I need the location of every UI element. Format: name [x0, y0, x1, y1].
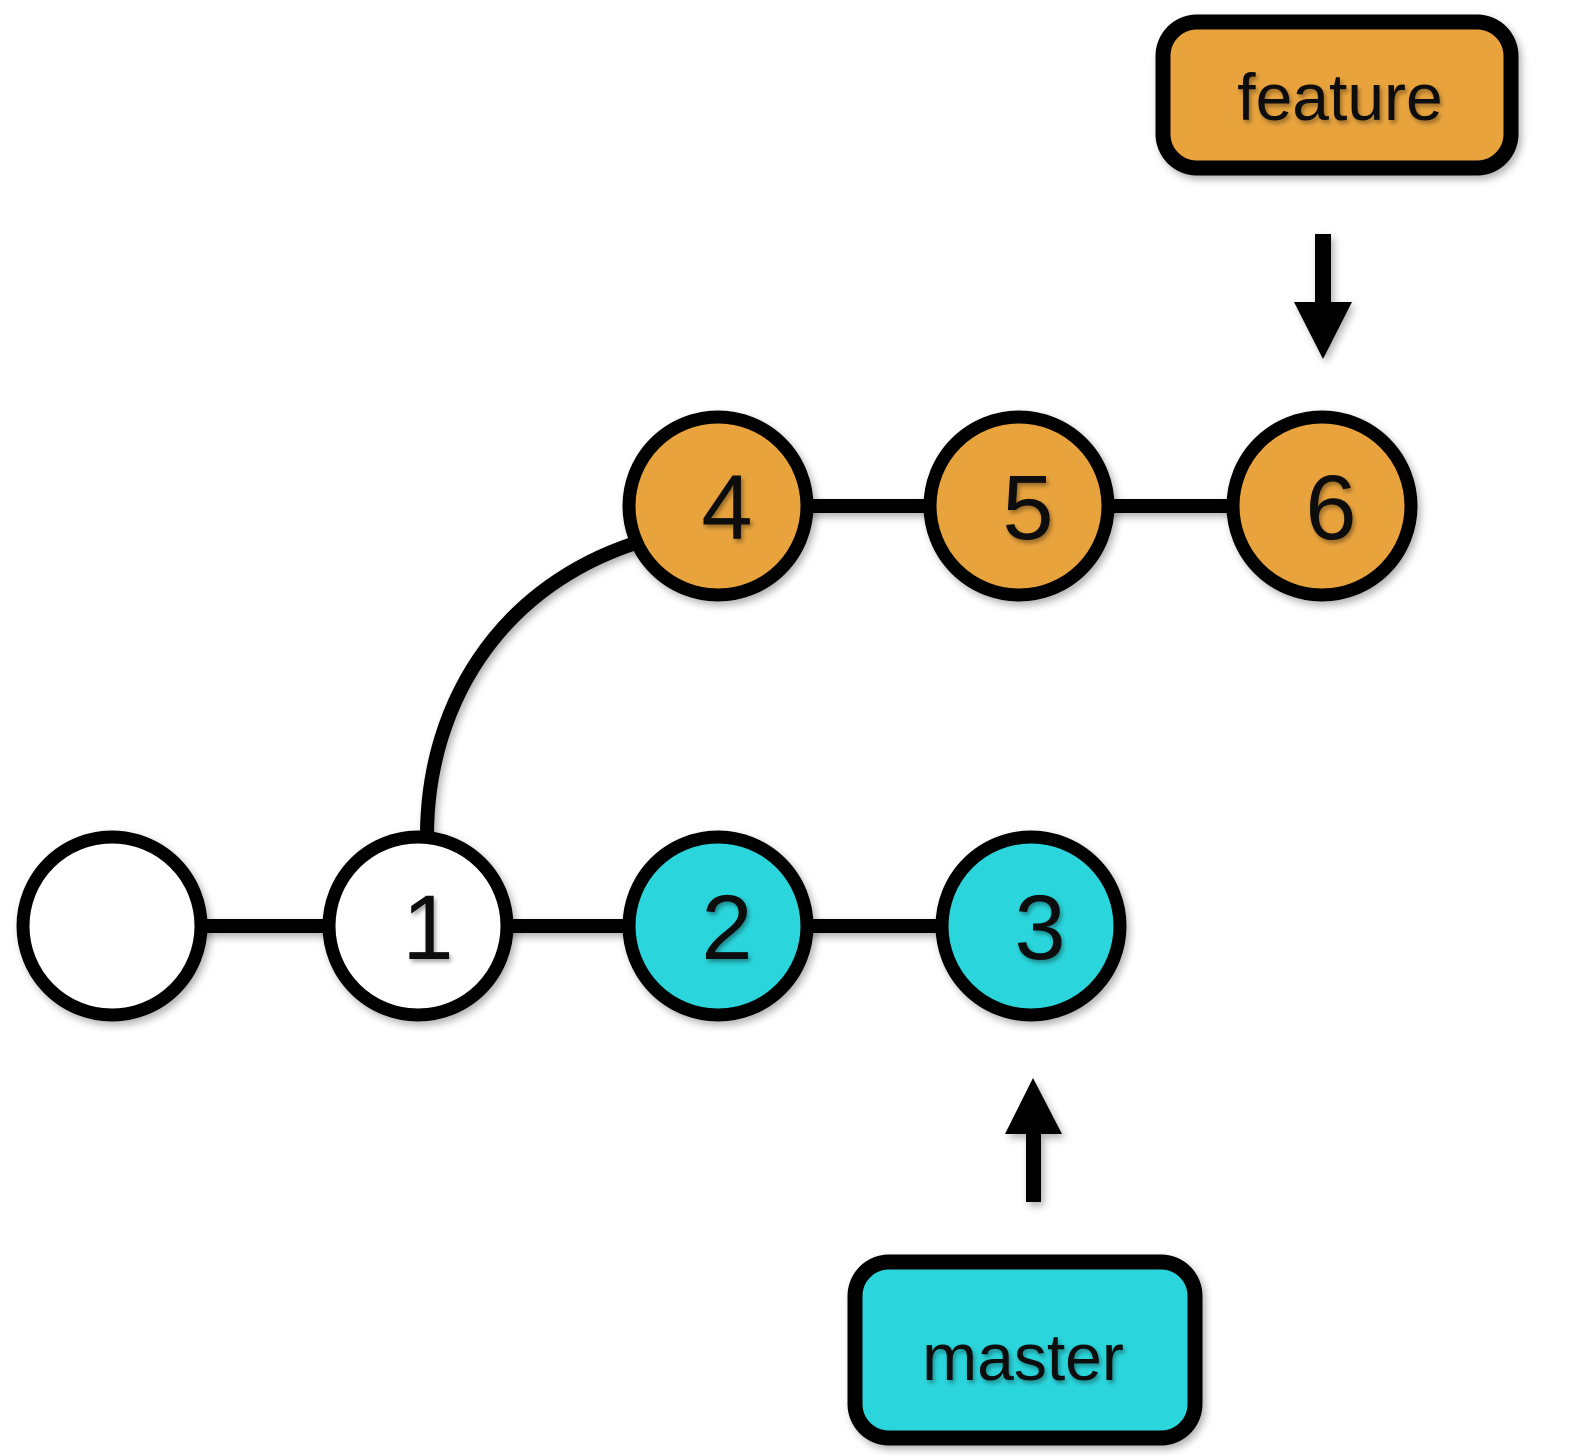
commit-node-group: 1 2 3 4 5 6	[16, 410, 1418, 1022]
branch-label-feature-text: feature	[1237, 60, 1442, 134]
commit-label-2: 2	[701, 877, 752, 979]
commit-circle[interactable]	[1226, 410, 1418, 602]
branch-label-feature[interactable]: feature	[1155, 14, 1519, 176]
commit-label-6: 6	[1305, 457, 1356, 559]
branch-label-box[interactable]	[847, 1254, 1203, 1446]
commit-circle[interactable]	[622, 410, 814, 602]
arrow-shaft	[1026, 1134, 1041, 1202]
commit-node-c5[interactable]: 5	[923, 410, 1115, 602]
commit-node-c2[interactable]: 2	[622, 830, 814, 1022]
commit-node-c0[interactable]	[16, 830, 208, 1022]
commit-label-3: 3	[1014, 877, 1065, 979]
commit-label-5: 5	[1002, 457, 1053, 559]
commit-circle[interactable]	[622, 830, 814, 1022]
commit-node-c3[interactable]: 3	[935, 830, 1127, 1022]
feature-arrow-icon	[1294, 234, 1352, 359]
arrow-head	[1005, 1078, 1062, 1134]
commit-circle[interactable]	[16, 830, 208, 1022]
commit-circle[interactable]	[935, 830, 1127, 1022]
edge-c1-c4-branch-curve	[420, 529, 667, 843]
commit-label-1: 1	[402, 877, 453, 979]
commit-node-c1[interactable]: 1	[322, 830, 514, 1022]
commit-node-c6[interactable]: 6	[1226, 410, 1418, 602]
arrow-head	[1294, 302, 1352, 359]
arrow-shaft	[1315, 234, 1331, 306]
commit-label-4: 4	[701, 457, 752, 559]
commit-node-c4[interactable]: 4	[622, 410, 814, 602]
branch-label-box[interactable]	[1155, 14, 1519, 176]
branch-label-master[interactable]: master	[847, 1254, 1203, 1446]
commit-circle[interactable]	[923, 410, 1115, 602]
branch-label-master-text: master	[922, 1320, 1124, 1394]
commit-circle[interactable]	[322, 830, 514, 1022]
master-arrow-icon	[1005, 1078, 1062, 1202]
